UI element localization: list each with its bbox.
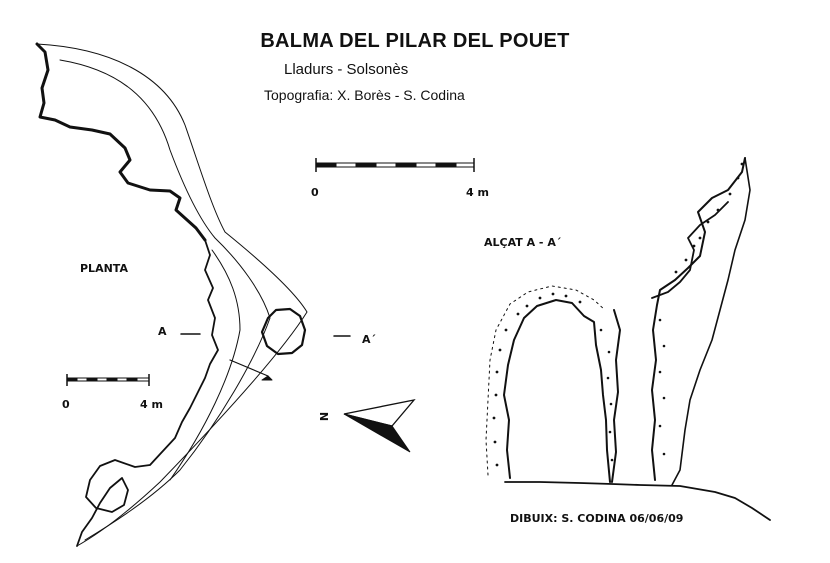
rock-face-right (671, 157, 751, 486)
pillar-right-wall (651, 157, 746, 481)
cave-wall-thick (35, 42, 207, 242)
slope-arrow-head (261, 375, 273, 381)
topography-credit: Topografia: X. Borès - S. Codina (264, 87, 465, 103)
arch-wall (503, 299, 611, 483)
rock-texture-dots (492, 162, 744, 467)
location-subtitle: Lladurs - Solsonès (284, 61, 409, 78)
pillar-left-wall (611, 309, 621, 483)
scale-top-end-label: 4 m (466, 186, 489, 199)
pillar-outline (260, 307, 307, 356)
cave-wall-outline (76, 239, 219, 547)
scale-bar-bottom (66, 374, 150, 386)
section-label-a: A (158, 325, 167, 338)
drip-line-inner (59, 59, 271, 541)
north-label: N (317, 411, 331, 422)
scale-top-start-label: 0 (311, 186, 319, 199)
drip-line-outer (36, 43, 308, 547)
north-arrow-icon (343, 398, 416, 453)
scale-bottom-end-label: 4 m (140, 398, 163, 411)
scale-bar-top (315, 158, 475, 172)
page-title: BALMA DEL PILAR DEL POUET (260, 30, 570, 52)
elevation-view (485, 157, 771, 521)
scale-bottom-start-label: 0 (62, 398, 70, 411)
plan-view-label: PLANTA (80, 262, 128, 275)
drawing-credit: DIBUIX: S. CODINA 06/06/09 (510, 512, 684, 525)
slope-arrow-shaft (229, 359, 269, 377)
plan-view (35, 42, 351, 547)
rock-face-upper (651, 201, 729, 299)
section-label-a2: A´ (362, 333, 377, 346)
drip-line-middle (169, 249, 241, 481)
arch-outer-rock (485, 285, 606, 476)
elevation-view-label: ALÇAT A - A´ (484, 236, 562, 249)
ground-line (504, 481, 771, 521)
